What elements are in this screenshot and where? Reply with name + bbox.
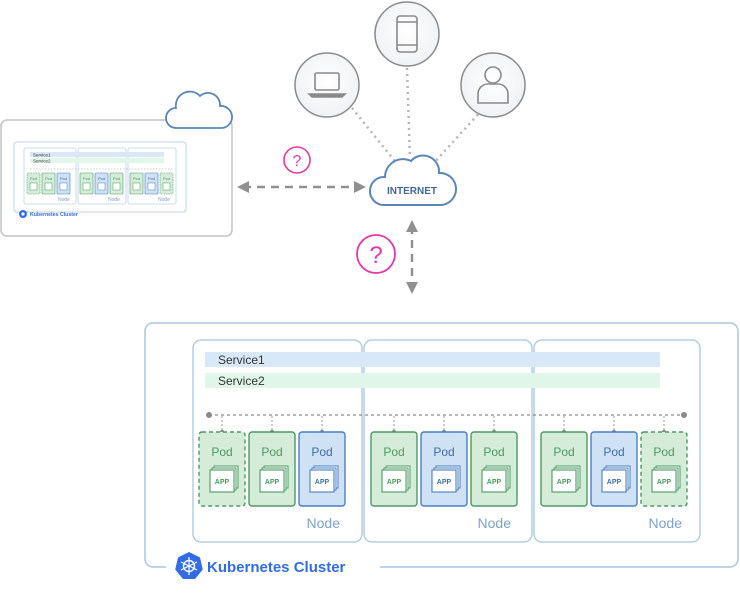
laptop-icon [307,72,347,98]
mini-cluster-title: Kubernetes Cluster [30,212,78,218]
mini-pod-card: Pod [94,172,109,195]
mini-node-label: Node [108,197,120,203]
app-label: APP [265,479,280,486]
mini-pod-label: Pod [98,176,105,181]
app-container-icon [651,469,677,493]
laptop-device [294,52,360,118]
mini-pod-label: Pod [30,176,37,181]
cluster-title: Kubernetes Cluster [207,559,346,576]
question-bubble-top: ? [283,146,311,174]
mini-kubernetes-logo [19,210,27,218]
app-container-icon [481,469,507,493]
mini-pod-card: Pod [41,172,56,195]
app-label: APP [215,479,230,486]
service1-label: Service1 [218,353,265,367]
app-container-icon [309,469,335,493]
phone-icon [396,15,418,53]
pods-layer: PodAPPPodAPPPodAPPPodAPPPodAPPPodAPPPodA… [198,416,688,507]
pod-label: Pod [483,445,504,459]
mini-pod-label: Pod [163,176,170,181]
mini-node-label: Node [158,197,170,203]
app-label: APP [657,479,672,486]
node-label: Node [649,515,683,531]
pod-label: Pod [211,445,232,459]
app-container-icon [551,469,577,493]
device-links [351,67,483,166]
internet-label: INTERNET [387,186,437,197]
node-label: Node [478,515,512,531]
mini-pod-card: Pod [159,172,174,195]
app-container-icon [431,469,457,493]
app-container-icon [381,469,407,493]
app-container-icon [259,469,285,493]
mini-pod-label: Pod [113,176,120,181]
mini-pods: Pod Pod Pod Pod Pod Pod Pod Pod Pod [26,172,174,195]
mini-service1-label: Service1 [33,153,51,158]
kubernetes-logo-icon [175,552,203,579]
mini-pod-label: Pod [148,176,155,181]
mini-pod-label: Pod [60,176,67,181]
pod-label: Pod [653,445,674,459]
pod-label: Pod [261,445,282,459]
internet-cloud: INTERNET [368,154,457,206]
app-label: APP [607,479,622,486]
app-label: APP [487,479,502,486]
mini-service2-label: Service2 [33,159,51,164]
service2-label: Service2 [218,374,265,388]
app-container-icon [209,469,235,493]
app-label: APP [387,479,402,486]
phone-device [374,1,440,67]
user-device [460,52,526,118]
app-label: APP [557,479,572,486]
pod-label: Pod [383,445,404,459]
pod-label: Pod [603,445,624,459]
mini-pod-card: Pod [129,172,144,195]
app-label: APP [437,479,452,486]
mini-pod-card: Pod [79,172,94,195]
mini-node-label: Node [58,197,70,203]
node-label: Node [307,515,341,531]
service-network-line [206,412,687,418]
mini-pod-card: Pod [26,172,41,195]
pod-label: Pod [433,445,454,459]
service2-bar [205,373,660,388]
app-label: APP [315,479,330,486]
mini-pod-label: Pod [133,176,140,181]
app-container-icon [601,469,627,493]
mini-cloud-icon [165,90,233,129]
service1-bar [205,352,660,367]
mini-pod-label: Pod [45,176,52,181]
user-icon [477,66,509,104]
mini-pod-card: Pod [109,172,124,195]
pod-label: Pod [553,445,574,459]
mini-pod-card: Pod [56,172,71,195]
question-mark-icon: ? [293,153,302,170]
mini-pod-label: Pod [83,176,90,181]
question-bubble-bottom: ? [356,234,396,274]
kubernetes-cluster: Service1 Service2 PodAPPPodAPPPodAPPPodA… [144,322,739,579]
mini-pod-card: Pod [144,172,159,195]
pod-label: Pod [311,445,332,459]
question-mark-icon: ? [369,242,382,269]
